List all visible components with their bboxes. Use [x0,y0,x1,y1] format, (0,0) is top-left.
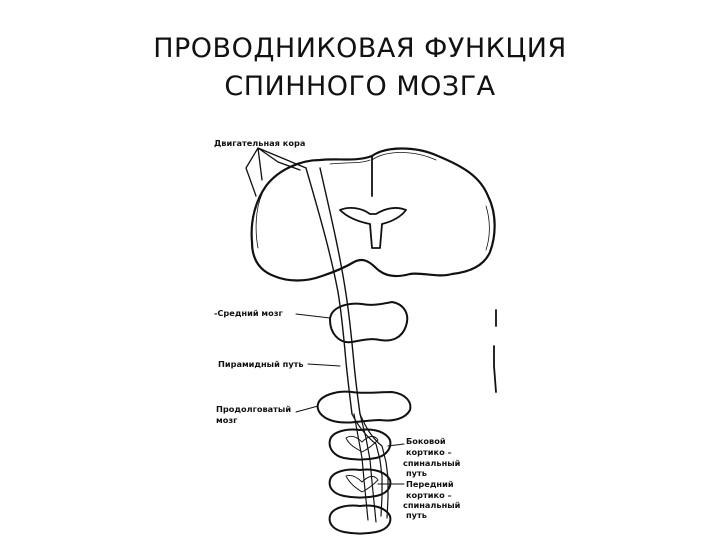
label-anterior-line-1: Передний [406,479,454,489]
label-lateral-line-4: путь [406,468,427,478]
upper-segment-grey-matter [345,435,379,453]
lateral-pointer [387,443,405,447]
motor-cortex-pointers [245,147,307,197]
label-medulla-line-2: мозг [216,415,238,425]
spinal-segment-lower [328,504,392,535]
brain-inner-outline [255,152,490,251]
label-medulla-line-1: Продолговатый [216,404,291,414]
anterior-corticospinal-tract [353,413,377,523]
label-pyramidal-tract: Пирамидный путь [218,359,304,369]
medulla-section [316,390,412,424]
label-midbrain: -Средний мозг [214,308,283,318]
ventricle [339,207,407,249]
label-anterior-line-2: кортико – [406,490,452,500]
pyramidal-tract [305,167,361,415]
medulla-pointer [295,405,319,413]
slide-title: ПРОВОДНИКОВАЯ ФУНКЦИЯ СПИННОГО МОЗГА [0,30,720,106]
label-anterior-line-3: спинальный [403,500,461,510]
midbrain-pointer [295,313,331,319]
stray-mark-2 [493,345,497,393]
title-line-2: СПИННОГО МОЗГА [224,71,496,102]
pyramidal-pointer [307,363,341,367]
label-motor-cortex: Двигательная кора [214,138,305,148]
brain-section [250,147,496,282]
title-line-1: ПРОВОДНИКОВАЯ ФУНКЦИЯ [153,33,567,64]
label-anterior-line-4: путь [406,510,427,520]
label-lateral-line-2: кортико – [406,447,452,457]
label-lateral-line-1: Боковой [406,436,446,446]
label-lateral-line-3: спинальный [403,458,461,468]
middle-segment-grey-matter [345,475,379,493]
